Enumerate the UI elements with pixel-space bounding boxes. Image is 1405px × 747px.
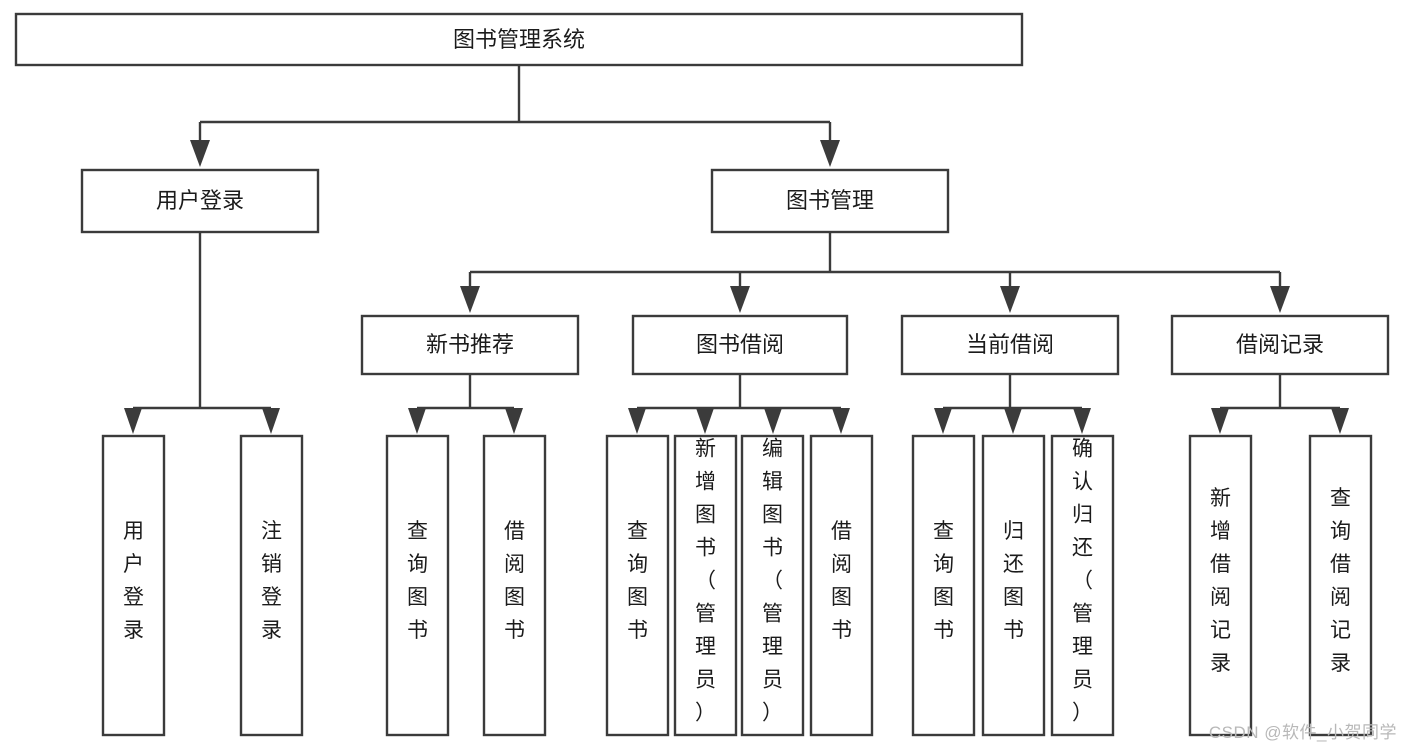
leaf-node-layer: 用户登录 注销登录 查询图书 借阅图书 查询图书 新增图书（管理员） 编辑图书（管理员） 借阅… — [101, 434, 1373, 737]
connectors-root-to-level2 — [190, 65, 840, 167]
connectors-userlogin-to-leaves — [124, 232, 280, 434]
arrow-head-currentborrow-return — [1004, 408, 1022, 434]
node-borrow-record-label: 借阅记录 — [1236, 332, 1324, 357]
leaf-node[interactable]: 借阅图书 — [482, 434, 547, 737]
node-current-borrow[interactable]: 当前借阅 — [900, 314, 1120, 376]
connectors-newbook-to-leaves — [408, 374, 523, 434]
leaf-node-box — [605, 434, 670, 737]
leaf-node-label: 确认归还（管理员） — [1072, 438, 1093, 725]
leaf-node-label: 用户登录 — [123, 520, 144, 642]
arrow-head-borrow-record — [1270, 286, 1290, 313]
node-root-box — [14, 12, 1024, 67]
arrow-head-newbook-query — [408, 408, 426, 434]
node-current-borrow-label: 当前借阅 — [966, 332, 1054, 357]
arrow-head-user-login — [190, 140, 210, 167]
node-current-borrow-box — [900, 314, 1120, 376]
leaf-node[interactable]: 用户登录 — [101, 434, 166, 737]
leaf-node-label: 查询图书 — [933, 520, 954, 642]
leaf-node[interactable]: 注销登录 — [239, 434, 304, 737]
leaf-node-label: 查询图书 — [407, 520, 428, 642]
leaf-node-box — [740, 434, 805, 737]
node-book-borrow[interactable]: 图书借阅 — [631, 314, 849, 376]
connectors-borrowrecord-to-leaves — [1211, 374, 1349, 434]
arrow-head-bookborrow-add — [696, 408, 714, 434]
arrow-head-leaf-user-login — [124, 408, 142, 434]
leaf-node[interactable]: 查询图书 — [605, 434, 670, 737]
leaf-node-box — [385, 434, 450, 737]
leaf-node-box — [1050, 434, 1115, 737]
node-book-borrow-box — [631, 314, 849, 376]
leaf-node-box — [1308, 434, 1373, 737]
node-borrow-record[interactable]: 借阅记录 — [1170, 314, 1390, 376]
leaf-node-box — [809, 434, 874, 737]
node-borrow-record-box — [1170, 314, 1390, 376]
leaf-node-label: 注销登录 — [261, 520, 282, 642]
arrow-head-bookborrow-query — [628, 408, 646, 434]
leaf-node-label: 新增图书（管理员） — [695, 438, 716, 725]
leaf-node[interactable]: 查询借阅记录 — [1308, 434, 1373, 737]
leaf-node[interactable]: 编辑图书（管理员） — [740, 434, 805, 737]
leaf-node[interactable]: 新增图书（管理员） — [673, 434, 738, 737]
leaf-node-label: 归还图书 — [1003, 520, 1024, 642]
arrow-head-current-borrow — [1000, 286, 1020, 313]
arrow-head-borrowrecord-query — [1331, 408, 1349, 434]
leaf-node[interactable]: 查询图书 — [911, 434, 976, 737]
leaf-node-box — [1188, 434, 1253, 737]
leaf-node-box — [911, 434, 976, 737]
node-user-login[interactable]: 用户登录 — [80, 168, 320, 234]
node-user-login-label: 用户登录 — [156, 188, 244, 213]
leaf-node-box — [101, 434, 166, 737]
leaf-node[interactable]: 新增借阅记录 — [1188, 434, 1253, 737]
connectors-currentborrow-to-leaves — [934, 374, 1091, 434]
node-book-manage[interactable]: 图书管理 — [710, 168, 950, 234]
node-book-manage-label: 图书管理 — [786, 188, 874, 213]
node-new-book-recommend-label: 新书推荐 — [426, 332, 514, 357]
connectors-bookmanage-to-level3 — [460, 232, 1290, 313]
leaf-node-box — [239, 434, 304, 737]
arrow-head-currentborrow-confirm — [1073, 408, 1091, 434]
arrow-head-currentborrow-query — [934, 408, 952, 434]
arrow-head-bookborrow-edit — [764, 408, 782, 434]
leaf-node-box — [673, 434, 738, 737]
arrow-head-book-manage — [820, 140, 840, 167]
node-root-system[interactable]: 图书管理系统 — [14, 12, 1024, 67]
leaf-node-label: 查询借阅记录 — [1330, 487, 1351, 675]
arrow-head-book-borrow — [730, 286, 750, 313]
leaf-node-label: 编辑图书（管理员） — [762, 438, 783, 725]
leaf-node-label: 借阅图书 — [504, 520, 525, 642]
arrow-head-new-book — [460, 286, 480, 313]
leaf-node-label: 新增借阅记录 — [1210, 487, 1231, 675]
leaf-node[interactable]: 确认归还（管理员） — [1050, 434, 1115, 737]
leaf-node-box — [482, 434, 547, 737]
connectors-bookborrow-to-leaves — [628, 374, 850, 434]
leaf-node-label: 借阅图书 — [831, 520, 852, 642]
arrow-head-bookborrow-borrow — [832, 408, 850, 434]
leaf-node[interactable]: 借阅图书 — [809, 434, 874, 737]
node-book-manage-box — [710, 168, 950, 234]
leaf-node[interactable]: 查询图书 — [385, 434, 450, 737]
node-new-book-recommend[interactable]: 新书推荐 — [360, 314, 580, 376]
node-root-label: 图书管理系统 — [453, 27, 585, 52]
arrow-head-newbook-borrow — [505, 408, 523, 434]
node-user-login-box — [80, 168, 320, 234]
arrow-head-borrowrecord-add — [1211, 408, 1229, 434]
leaf-node-box — [981, 434, 1046, 737]
leaf-node-label: 查询图书 — [627, 520, 648, 642]
arrow-head-leaf-logout — [262, 408, 280, 434]
node-book-borrow-label: 图书借阅 — [696, 332, 784, 357]
leaf-node[interactable]: 归还图书 — [981, 434, 1046, 737]
node-new-book-recommend-box — [360, 314, 580, 376]
